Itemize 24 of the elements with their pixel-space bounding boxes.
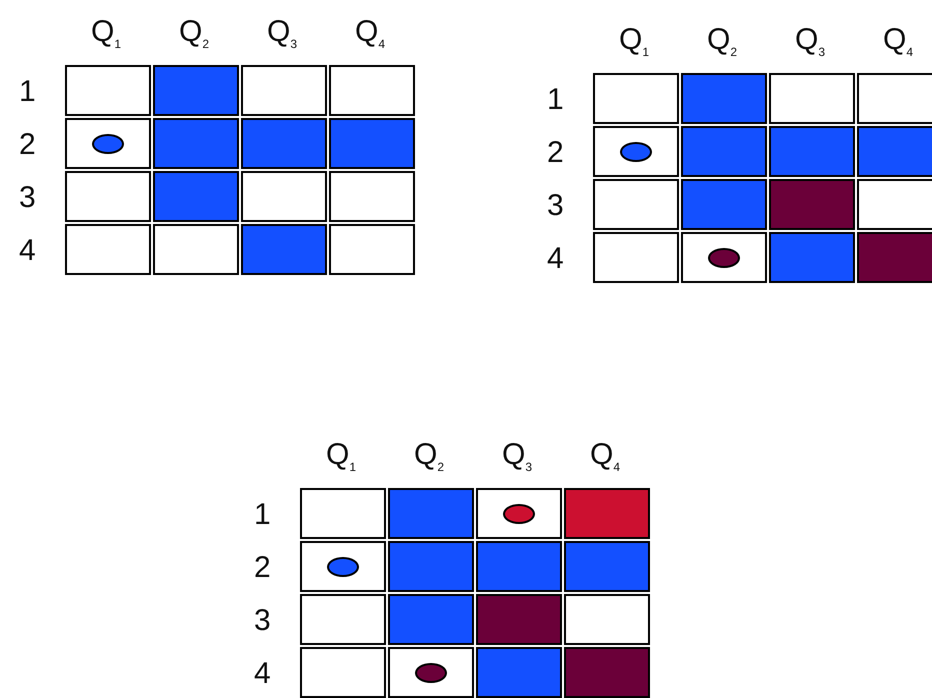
column-header: Q$_{4}$ [883,25,914,58]
column-header: Q$_{3}$ [795,25,826,58]
row-label: 3 [19,183,36,213]
column-header: Q$_{1}$ [91,17,122,50]
column-header: Q$_{1}$ [619,25,650,58]
row-label: 1 [547,85,564,115]
column-header: Q$_{2}$ [414,440,444,473]
row-label: 3 [254,606,271,636]
row-label: 3 [547,191,564,221]
column-header: Q$_{3}$ [267,17,298,50]
column-header: Q$_{2}$ [179,17,210,50]
column-header: Q$_{4}$ [355,17,386,50]
row-label: 4 [254,659,271,689]
column-header: Q$_{4}$ [590,440,620,473]
column-header: Q$_{2}$ [707,25,738,58]
row-label: 1 [19,77,36,107]
row-label: 4 [547,244,564,274]
row-label: 2 [19,130,36,160]
column-header: Q$_{3}$ [502,440,532,473]
row-label: 1 [254,500,271,530]
row-label: 2 [547,138,564,168]
column-header: Q$_{1}$ [326,440,356,473]
row-label: 4 [19,236,36,266]
row-label: 2 [254,553,271,583]
